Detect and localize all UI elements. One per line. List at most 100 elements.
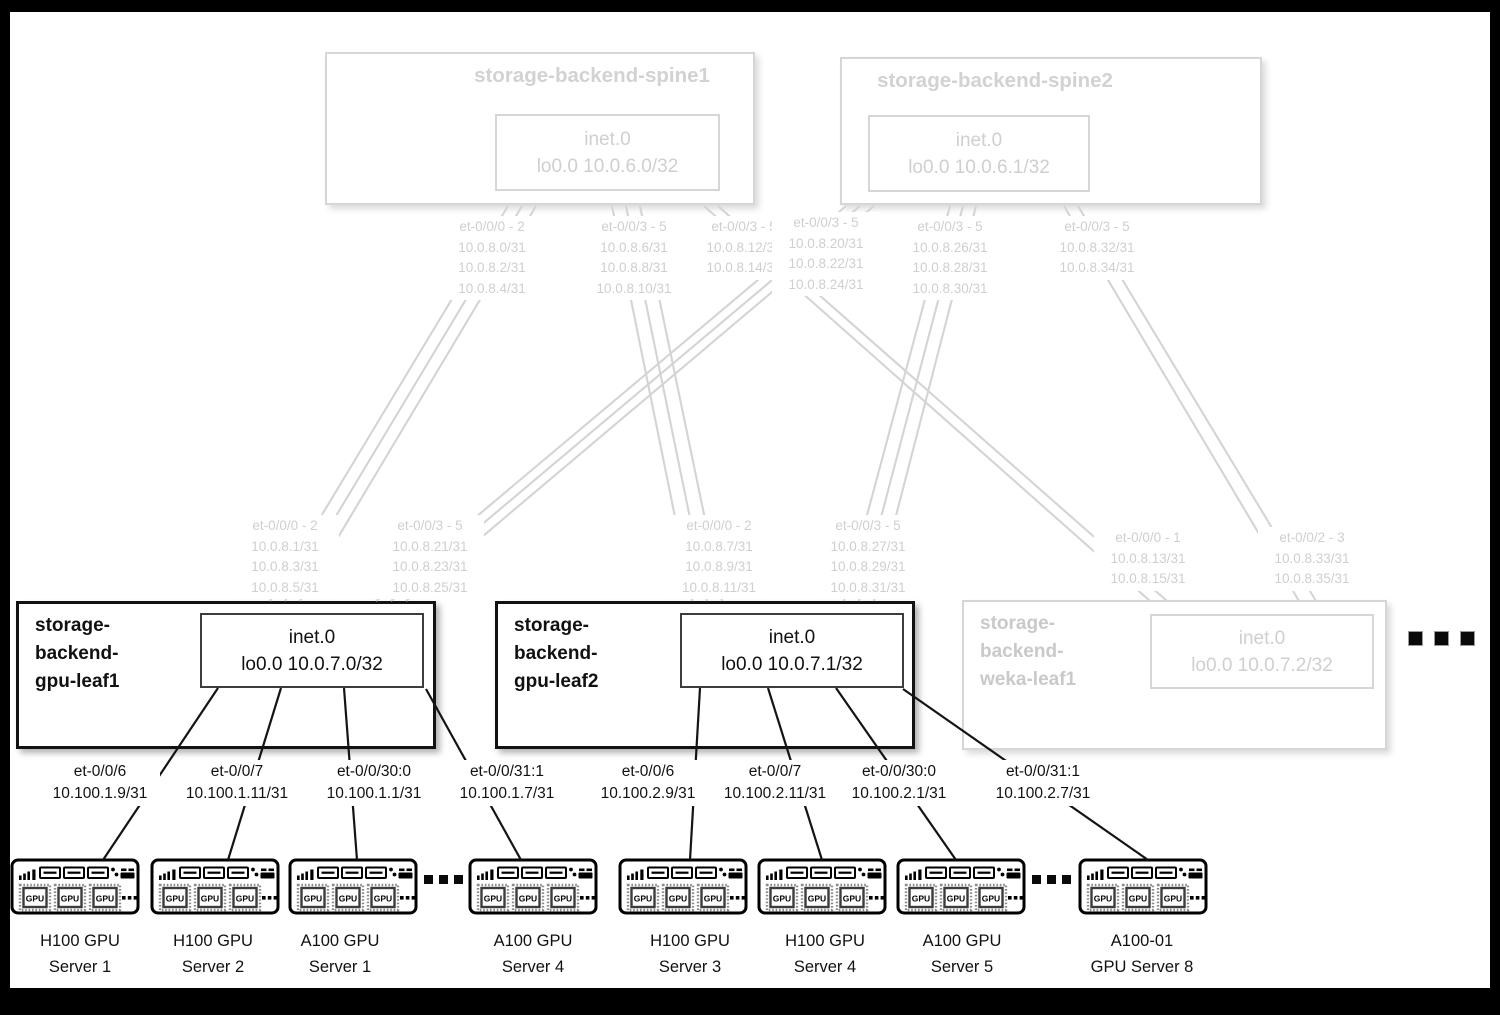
port: et-0/0/31:1: [1005, 763, 1081, 780]
link-ip: 10.0.8.27/31: [830, 538, 906, 554]
port-range: et-0/0/3 - 5: [835, 518, 901, 533]
port-group-spine1-leaf2: et-0/0/3 - 5 10.0.8.6/31 10.0.8.8/31 10.…: [580, 216, 688, 300]
link-ip: 10.0.8.35/31: [1274, 571, 1350, 586]
port-range: et-0/0/0 - 2: [459, 219, 525, 234]
port-group-spine2-weka: et-0/0/3 - 5 10.0.8.32/31 10.0.8.34/31: [1043, 216, 1151, 280]
access-link-label-5: et-0/0/6 10.100.2.9/31: [588, 760, 708, 806]
link-ip: 10.0.8.29/31: [830, 559, 906, 574]
link-ip: 10.0.8.28/31: [912, 260, 988, 275]
spine2-title: storage-backend-spine2: [877, 69, 1113, 92]
port-group-weka-up2: et-0/0/2 - 3 10.0.8.33/31 10.0.8.35/31: [1258, 527, 1366, 591]
port-group-leaf1-up2: et-0/0/3 - 5 10.0.8.21/31 10.0.8.23/31 1…: [376, 515, 484, 599]
link-ip: 10.0.8.4/31: [458, 280, 526, 296]
gpu-server-6: [757, 858, 887, 915]
leaf1-inet-box: inet.0 lo0.0 10.0.7.0/32: [200, 613, 424, 688]
port-group-spine2-leaf1: et-0/0/3 - 5 10.0.8.20/31 10.0.8.22/31 1…: [772, 212, 880, 296]
link-ip: 10.0.8.23/31: [392, 559, 468, 574]
leaf2-inet-box: inet.0 lo0.0 10.0.7.1/32: [680, 613, 904, 688]
port-range: et-0/0/3 - 5: [1064, 219, 1130, 234]
weka-leaf1-inet-box: inet.0 lo0.0 10.0.7.2/32: [1150, 614, 1374, 689]
link-ip: 10.0.8.31/31: [830, 579, 906, 595]
port-group-spine1-leaf1: et-0/0/0 - 2 10.0.8.0/31 10.0.8.2/31 10.…: [438, 216, 546, 300]
port-range: et-0/0/2 - 3: [1279, 530, 1345, 545]
gpu-server-1: [10, 858, 140, 915]
spine1-table-label: inet.0: [584, 128, 631, 150]
link-ip: 10.0.8.0/31: [458, 239, 526, 255]
gpu-server-2: [150, 858, 280, 915]
more-leaves-ellipsis-icon: [1408, 631, 1486, 646]
weka-leaf1-loopback: lo0.0 10.0.7.2/32: [1191, 654, 1333, 676]
access-link-label-4: et-0/0/31:1 10.100.1.7/31: [447, 760, 567, 806]
link-ip: 10.0.8.30/31: [912, 280, 988, 296]
leaf1-title: storage- backend- gpu-leaf1: [35, 615, 120, 692]
port: et-0/0/31:1: [469, 763, 545, 780]
gpu-server-8: [1078, 858, 1208, 915]
link-ip: 10.0.8.10/31: [596, 280, 672, 296]
access-link-label-3: et-0/0/30:0 10.100.1.1/31: [314, 760, 434, 806]
link-ip: 10.0.8.22/31: [788, 256, 864, 271]
link-ip: 10.0.8.7/31: [685, 538, 753, 554]
link-ip: 10.0.8.26/31: [912, 239, 988, 255]
more-servers-ellipsis-icon: [424, 875, 469, 884]
spine1-inet-box: inet.0 lo0.0 10.0.6.0/32: [495, 114, 720, 191]
leaf2-loopback: lo0.0 10.0.7.1/32: [721, 653, 863, 675]
port-group-spine2-leaf2: et-0/0/3 - 5 10.0.8.26/31 10.0.8.28/31 1…: [896, 216, 1004, 300]
ip: 10.100.1.1/31: [326, 785, 422, 802]
weka-leaf1-title: storage- backend- weka-leaf1: [980, 613, 1077, 690]
link-ip: 10.0.8.34/31: [1059, 260, 1135, 275]
ip: 10.100.1.11/31: [185, 785, 289, 802]
port: et-0/0/6: [621, 763, 675, 780]
link-ip: 10.0.8.8/31: [600, 260, 668, 275]
ip: 10.100.2.9/31: [600, 785, 696, 802]
access-link-label-8: et-0/0/31:1 10.100.2.7/31: [983, 760, 1103, 806]
port-range: et-0/0/3 - 5: [917, 219, 983, 234]
link-ip: 10.0.8.13/31: [1110, 550, 1186, 566]
leaf2-title: storage- backend- gpu-leaf2: [514, 615, 599, 692]
port-range: et-0/0/0 - 2: [252, 518, 318, 533]
gpu-server-7: [896, 858, 1026, 915]
ip: 10.100.1.9/31: [52, 785, 148, 802]
ip: 10.100.1.7/31: [459, 785, 555, 802]
ip: 10.100.2.1/31: [851, 785, 947, 802]
link-ip: 10.0.8.3/31: [251, 559, 319, 574]
link-ip: 10.0.8.24/31: [788, 276, 864, 292]
link-ip: 10.0.8.20/31: [788, 235, 864, 251]
weka-leaf1-table-label: inet.0: [1238, 627, 1286, 649]
spine1-loopback: lo0.0 10.0.6.0/32: [536, 155, 679, 177]
port-range: et-0/0/3 - 5: [601, 219, 667, 234]
port: et-0/0/30:0: [861, 763, 937, 780]
spine1-title: storage-backend-spine1: [474, 64, 710, 87]
spine2-table-label: inet.0: [955, 129, 1003, 151]
gpu-server-5: [618, 858, 748, 915]
port: et-0/0/30:0: [336, 763, 412, 780]
leaf1-table-label: inet.0: [288, 626, 336, 648]
spine2-loopback: lo0.0 10.0.6.1/32: [908, 156, 1050, 178]
port-range: et-0/0/3 - 5: [793, 215, 859, 230]
leaf2-table-label: inet.0: [768, 626, 816, 648]
port-group-weka-up1: et-0/0/0 - 1 10.0.8.13/31 10.0.8.15/31: [1094, 527, 1202, 591]
link-ip: 10.0.8.11/31: [681, 579, 757, 595]
spine2-inet-box: inet.0 lo0.0 10.0.6.1/32: [868, 115, 1090, 192]
access-link-label-6: et-0/0/7 10.100.2.11/31: [715, 760, 835, 806]
access-link-label-7: et-0/0/30:0 10.100.2.1/31: [839, 760, 959, 806]
port-range: et-0/0/0 - 1: [1115, 530, 1181, 545]
link-ip: 10.0.8.5/31: [251, 579, 319, 595]
port-group-leaf1-up1: et-0/0/0 - 2 10.0.8.1/31 10.0.8.3/31 10.…: [231, 515, 339, 599]
port: et-0/0/6: [73, 763, 127, 780]
access-link-label-2: et-0/0/7 10.100.1.11/31: [177, 760, 297, 806]
link-ip: 10.0.8.15/31: [1110, 571, 1186, 586]
port-group-leaf2-up1: et-0/0/0 - 2 10.0.8.7/31 10.0.8.9/31 10.…: [665, 515, 773, 599]
link-ip: 10.0.8.32/31: [1059, 239, 1135, 255]
ip: 10.100.2.7/31: [995, 785, 1091, 802]
leaf1-loopback: lo0.0 10.0.7.0/32: [241, 653, 383, 675]
link-ip: 10.0.8.9/31: [685, 559, 753, 574]
port-range: et-0/0/3 - 5: [397, 518, 463, 533]
gpu-server-4: [468, 858, 598, 915]
